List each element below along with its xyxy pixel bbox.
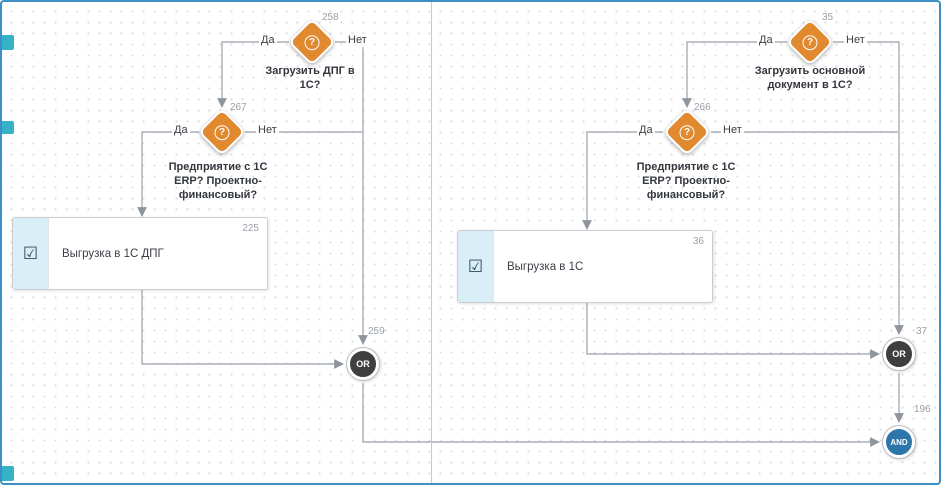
branch-label-no: Нет [844, 34, 867, 47]
question-icon: ? [679, 124, 695, 140]
decision-diamond: ? [785, 17, 835, 67]
decision-question: Предприятие с 1С ERP? Проектно-финансовы… [636, 161, 736, 201]
node-number: 196 [914, 404, 931, 415]
node-number: 225 [242, 223, 259, 234]
task-export-1c-dpg[interactable]: ☑ Выгрузка в 1С ДПГ 225 [12, 217, 268, 290]
task-label: Выгрузка в 1С [507, 260, 584, 273]
branch-label-no: Нет [721, 124, 744, 137]
branch-label-yes: Да [259, 34, 277, 47]
or-gateway-label: OR [892, 349, 906, 359]
decision-diamond: ? [662, 107, 712, 157]
decision-question: Загрузить ДПГ в 1С? [265, 65, 355, 91]
or-gateway-right[interactable]: OR [883, 338, 915, 370]
decision-question: Предприятие с 1С ERP? Проектно-финансовы… [168, 161, 268, 201]
lane-stub-bottom [2, 466, 14, 481]
question-icon: ? [214, 124, 230, 140]
or-gateway-label: OR [356, 359, 370, 369]
question-icon: ? [304, 34, 320, 50]
node-number: 36 [692, 236, 704, 247]
lane-divider [431, 2, 432, 483]
task-label: Выгрузка в 1С ДПГ [62, 247, 164, 260]
decision-diamond: ? [287, 17, 337, 67]
node-number: 266 [694, 102, 711, 113]
task-icon-strip: ☑ [458, 231, 494, 302]
node-number: 37 [916, 326, 928, 337]
lane-stub-middle [2, 121, 14, 134]
or-gateway-left[interactable]: OR [347, 348, 379, 380]
checklist-icon: ☑ [22, 244, 39, 263]
task-export-1c[interactable]: ☑ Выгрузка в 1С 36 [457, 230, 713, 303]
decision-gateway-load-main-doc[interactable]: ? [785, 17, 835, 67]
question-icon: ? [802, 34, 818, 50]
decision-gateway-load-dpg[interactable]: ? [287, 17, 337, 67]
branch-label-yes: Да [757, 34, 775, 47]
branch-label-no: Нет [256, 124, 279, 137]
decision-gateway-erp-right[interactable]: ? [662, 107, 712, 157]
decision-gateway-erp-left[interactable]: ? [197, 107, 247, 157]
branch-label-yes: Да [637, 124, 655, 137]
node-number: 35 [822, 12, 834, 23]
node-number: 267 [230, 102, 247, 113]
node-number: 258 [322, 12, 339, 23]
decision-question: Загрузить основной документ в 1С? [754, 65, 866, 91]
branch-label-no: Нет [346, 34, 369, 47]
branch-label-yes: Да [172, 124, 190, 137]
node-number: 259 [368, 326, 385, 337]
checklist-icon: ☑ [467, 257, 484, 276]
decision-diamond: ? [197, 107, 247, 157]
and-gateway[interactable]: AND [883, 426, 915, 458]
lane-stub-top [2, 35, 14, 50]
and-gateway-label: AND [890, 437, 908, 447]
task-icon-strip: ☑ [13, 218, 49, 289]
